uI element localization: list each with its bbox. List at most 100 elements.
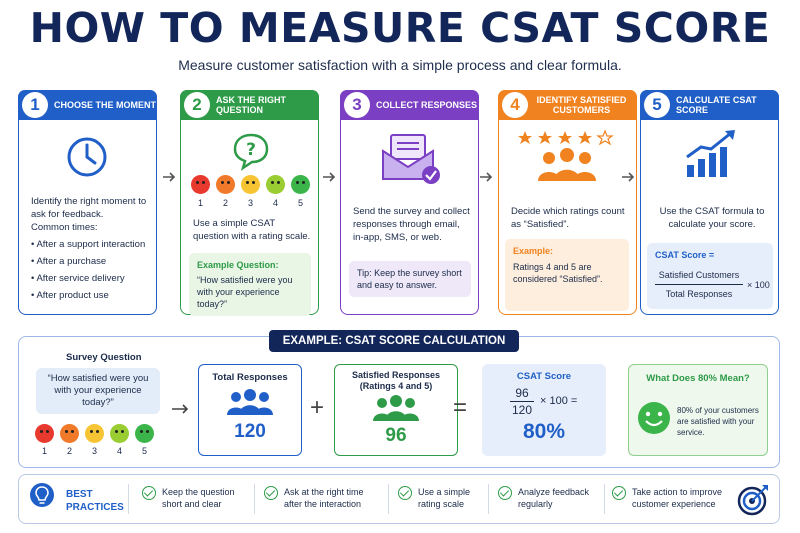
- formula-numerator: Satisfied Customers: [655, 269, 743, 285]
- best-practice-item: Analyze feedback regularly: [518, 487, 590, 509]
- step-2-title: ASK THE RIGHT QUESTION: [216, 95, 287, 115]
- neutral-face-icon: [85, 424, 104, 443]
- meaning-card: What Does 80% Mean? 80% of your customer…: [628, 364, 768, 456]
- unhappy-face-icon: [60, 424, 79, 443]
- svg-text:?: ?: [246, 140, 256, 160]
- step-5-title: CALCULATE CSAT SCORE: [676, 95, 757, 115]
- step-4-example-box: Example: Ratings 4 and 5 are considered …: [505, 239, 629, 311]
- rating-number: 5: [141, 446, 147, 456]
- rating-number: 2: [222, 198, 228, 208]
- check-icon: [498, 486, 512, 500]
- formula-denominator: Total Responses: [665, 289, 733, 299]
- arrow-right-icon: [163, 172, 176, 182]
- page-subtitle: Measure customer satisfaction with a sim…: [178, 57, 622, 73]
- step-1-list-label: Common times:: [31, 222, 98, 233]
- neutral-face-icon: [241, 175, 260, 194]
- check-icon: [398, 486, 412, 500]
- step-3-tip: Tip: Keep the survey short and easy to a…: [349, 261, 471, 297]
- check-icon: [612, 486, 626, 500]
- step-4-card: 4 IDENTIFY SATISFIED CUSTOMERS Decide wh…: [498, 90, 637, 315]
- step-1-item: After product use: [31, 289, 151, 302]
- arrow-right-icon: [323, 172, 336, 182]
- satisfied-responses-value: 96: [385, 425, 407, 446]
- step-1-header: 1 CHOOSE THE MOMENT: [18, 90, 157, 120]
- total-responses-card: Total Responses 120: [198, 364, 302, 456]
- rating-number: 2: [66, 446, 72, 456]
- step-1-item: After a support interaction: [31, 238, 151, 251]
- lightbulb-icon: [30, 483, 54, 507]
- step-3-text: Send the survey and collect responses th…: [353, 206, 470, 243]
- total-responses-value: 120: [234, 421, 266, 442]
- question-bubble-icon: ?: [233, 133, 269, 171]
- step-5-text: Use the CSAT formula to calculate your s…: [659, 206, 765, 230]
- stars-people-icon: [518, 129, 614, 181]
- csat-score-card: CSAT Score 96 120 × 100 = 80%: [482, 364, 606, 456]
- survey-question-label: Survey Question: [66, 352, 142, 363]
- step-4-number: 4: [502, 92, 528, 118]
- people-group-icon: [227, 389, 273, 415]
- best-practices-label: BEST: [66, 489, 93, 500]
- csat-score-value: 80%: [522, 420, 566, 443]
- smiley-face-icon: [638, 402, 670, 434]
- formula-box: CSAT Score = Satisfied Customers Total R…: [647, 243, 773, 309]
- check-icon: [142, 486, 156, 500]
- page-title: HOW TO MEASURE CSAT SCORE: [29, 4, 771, 52]
- step-2-header: 2 ASK THE RIGHT QUESTION: [180, 90, 319, 120]
- happy-face-icon: [266, 175, 285, 194]
- envelope-check-icon: [382, 134, 440, 184]
- score-numerator: 96: [510, 386, 534, 402]
- equals-sign: =: [453, 394, 468, 421]
- total-responses-label: Total Responses: [212, 372, 288, 383]
- unhappy-face-icon: [216, 175, 235, 194]
- step-2-number: 2: [184, 92, 210, 118]
- step-3-card: 3 COLLECT RESPONSES Send the survey and …: [340, 90, 479, 315]
- very-unhappy-face-icon: [35, 424, 54, 443]
- step-4-header: 4 IDENTIFY SATISFIED CUSTOMERS: [498, 90, 637, 120]
- step-5-card: 5 CALCULATE CSAT SCORE Use the CSAT form…: [640, 90, 779, 315]
- rating-number: 1: [41, 446, 47, 456]
- step-2-card: 2 ASK THE RIGHT QUESTION ? 1 2 3 4 5 Use: [180, 90, 320, 316]
- step-1-intro: Identify the right moment to ask for fee…: [31, 196, 147, 220]
- step-3-header: 3 COLLECT RESPONSES: [340, 90, 479, 120]
- step-2-text: Use a simple CSAT question with a rating…: [193, 218, 311, 242]
- people-group-icon: [373, 395, 419, 421]
- formula-label: CSAT Score =: [655, 250, 715, 260]
- step-3-number: 3: [344, 92, 370, 118]
- check-icon: [264, 486, 278, 500]
- rating-number: 3: [247, 198, 253, 208]
- clock-icon: [67, 137, 107, 177]
- survey-question-bubble: “How satisfied were you with your experi…: [36, 368, 160, 414]
- meaning-text: 80% of your customers are satisfied with…: [677, 406, 759, 437]
- rating-number: 4: [272, 198, 278, 208]
- very-unhappy-face-icon: [191, 175, 210, 194]
- example-heading: EXAMPLE: CSAT SCORE CALCULATION: [269, 330, 519, 352]
- step-5-number: 5: [644, 92, 670, 118]
- arrow-right-icon: [172, 404, 189, 414]
- step-4-text: Decide which ratings count as “Satisfied…: [511, 206, 625, 230]
- best-practice-item: Ask at the right time after the interact…: [284, 487, 364, 509]
- best-practices-label: PRACTICES: [66, 502, 124, 513]
- arrow-right-icon: [480, 172, 493, 182]
- best-practice-item: Keep the question short and clear: [162, 487, 235, 509]
- rating-faces: [181, 175, 320, 194]
- rating-number: 3: [91, 446, 97, 456]
- step-1-item: After a purchase: [31, 255, 151, 268]
- csat-score-label: CSAT Score: [516, 371, 572, 382]
- target-icon: [737, 485, 768, 516]
- very-happy-face-icon: [135, 424, 154, 443]
- satisfied-responses-card: Satisfied Responses (Ratings 4 and 5) 96: [334, 364, 458, 456]
- step-2-example-label: Example Question:: [197, 260, 279, 270]
- score-denominator: 120: [511, 403, 533, 417]
- step-1-card: 1 CHOOSE THE MOMENT Identify the right m…: [18, 90, 157, 315]
- step-1-title: CHOOSE THE MOMENT: [54, 100, 157, 110]
- score-multiplier: × 100 =: [540, 395, 578, 407]
- happy-face-icon: [110, 424, 129, 443]
- very-happy-face-icon: [291, 175, 310, 194]
- growth-chart-icon: [686, 130, 735, 177]
- rating-faces: [32, 424, 157, 443]
- arrow-right-icon: [622, 172, 635, 182]
- satisfied-responses-label: Satisfied Responses (Ratings 4 and 5): [351, 370, 441, 391]
- rating-number: 5: [297, 198, 303, 208]
- best-practice-item: Take action to improve customer experien…: [632, 487, 723, 509]
- rating-number: 1: [197, 198, 203, 208]
